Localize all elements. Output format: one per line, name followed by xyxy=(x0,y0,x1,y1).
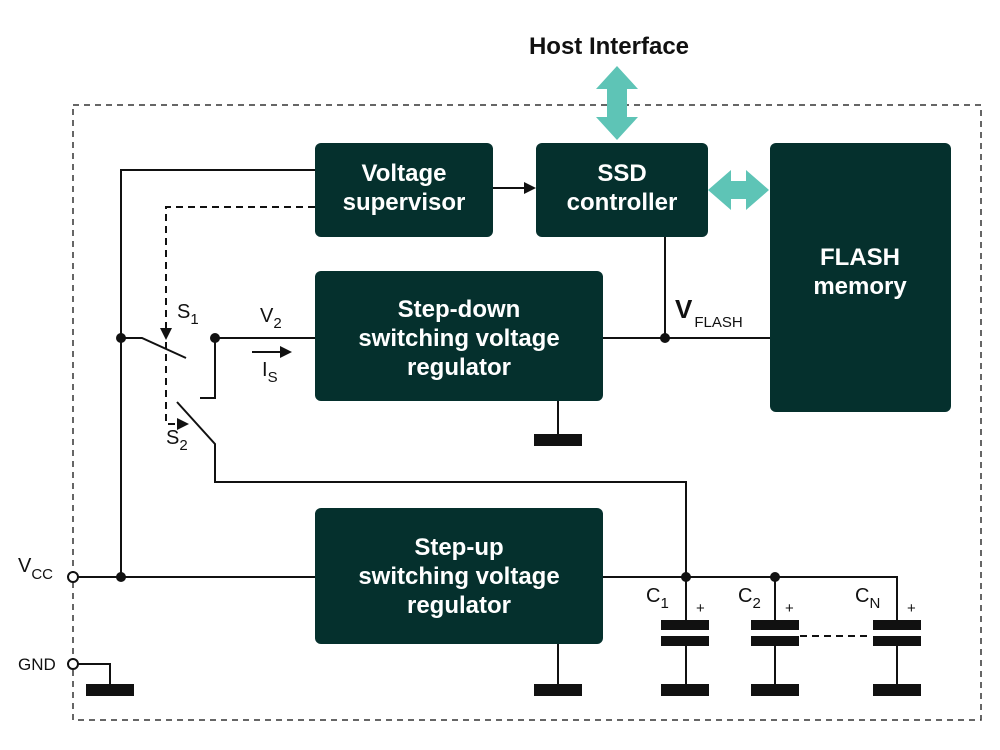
is-label: IS xyxy=(262,359,278,386)
svg-text:supervisor: supervisor xyxy=(343,189,466,216)
vcc-pin xyxy=(67,571,79,583)
c2-plus-sign: + xyxy=(785,600,794,617)
c1-label: C1 xyxy=(646,585,669,612)
svg-text:Voltage: Voltage xyxy=(362,160,447,187)
flash-memory-block: FLASH memory xyxy=(770,143,951,412)
step-down-regulator-block: Step-down switching voltage regulator xyxy=(315,271,603,401)
ground-symbols xyxy=(86,434,582,696)
s2-label: S2 xyxy=(166,427,188,454)
svg-text:Step-up: Step-up xyxy=(414,534,503,561)
host-interface-title: Host Interface xyxy=(529,33,689,60)
s1-control-arrowhead xyxy=(160,328,172,340)
svg-text:regulator: regulator xyxy=(407,592,511,619)
s1-label: S1 xyxy=(177,301,199,328)
gnd-label: GND xyxy=(18,655,56,674)
cn-label: CN xyxy=(855,585,880,612)
svg-text:SSD: SSD xyxy=(597,160,646,187)
junction-dots xyxy=(116,333,780,582)
svg-text:Step-down: Step-down xyxy=(398,296,521,323)
svg-text:memory: memory xyxy=(813,273,907,300)
svg-text:regulator: regulator xyxy=(407,354,511,381)
svg-text:switching voltage: switching voltage xyxy=(358,563,559,590)
capacitor-c2 xyxy=(751,620,799,696)
voltage-supervisor-block: Voltage supervisor xyxy=(315,143,493,237)
capacitor-cn xyxy=(873,620,921,696)
svg-text:FLASH: FLASH xyxy=(820,244,900,271)
c2-label: C2 xyxy=(738,585,761,612)
v2-label: V2 xyxy=(260,305,282,332)
host-interface-arrow xyxy=(596,66,638,140)
cn-plus-sign: + xyxy=(907,600,916,617)
svg-text:controller: controller xyxy=(567,189,678,216)
s2-control-arrowhead xyxy=(177,418,189,430)
step-up-regulator-block: Step-up switching voltage regulator xyxy=(315,508,603,644)
vcc-label: VCC xyxy=(18,555,53,583)
c1-plus-sign: + xyxy=(696,600,705,617)
capacitor-c1 xyxy=(661,620,709,696)
current-arrow xyxy=(252,346,292,358)
gnd-pin xyxy=(67,658,79,670)
controller-flash-arrow xyxy=(708,170,769,210)
svg-text:switching voltage: switching voltage xyxy=(358,325,559,352)
module-boundary xyxy=(72,104,982,721)
ssd-controller-block: SSD controller xyxy=(536,143,708,237)
circuit-wires xyxy=(78,169,898,684)
